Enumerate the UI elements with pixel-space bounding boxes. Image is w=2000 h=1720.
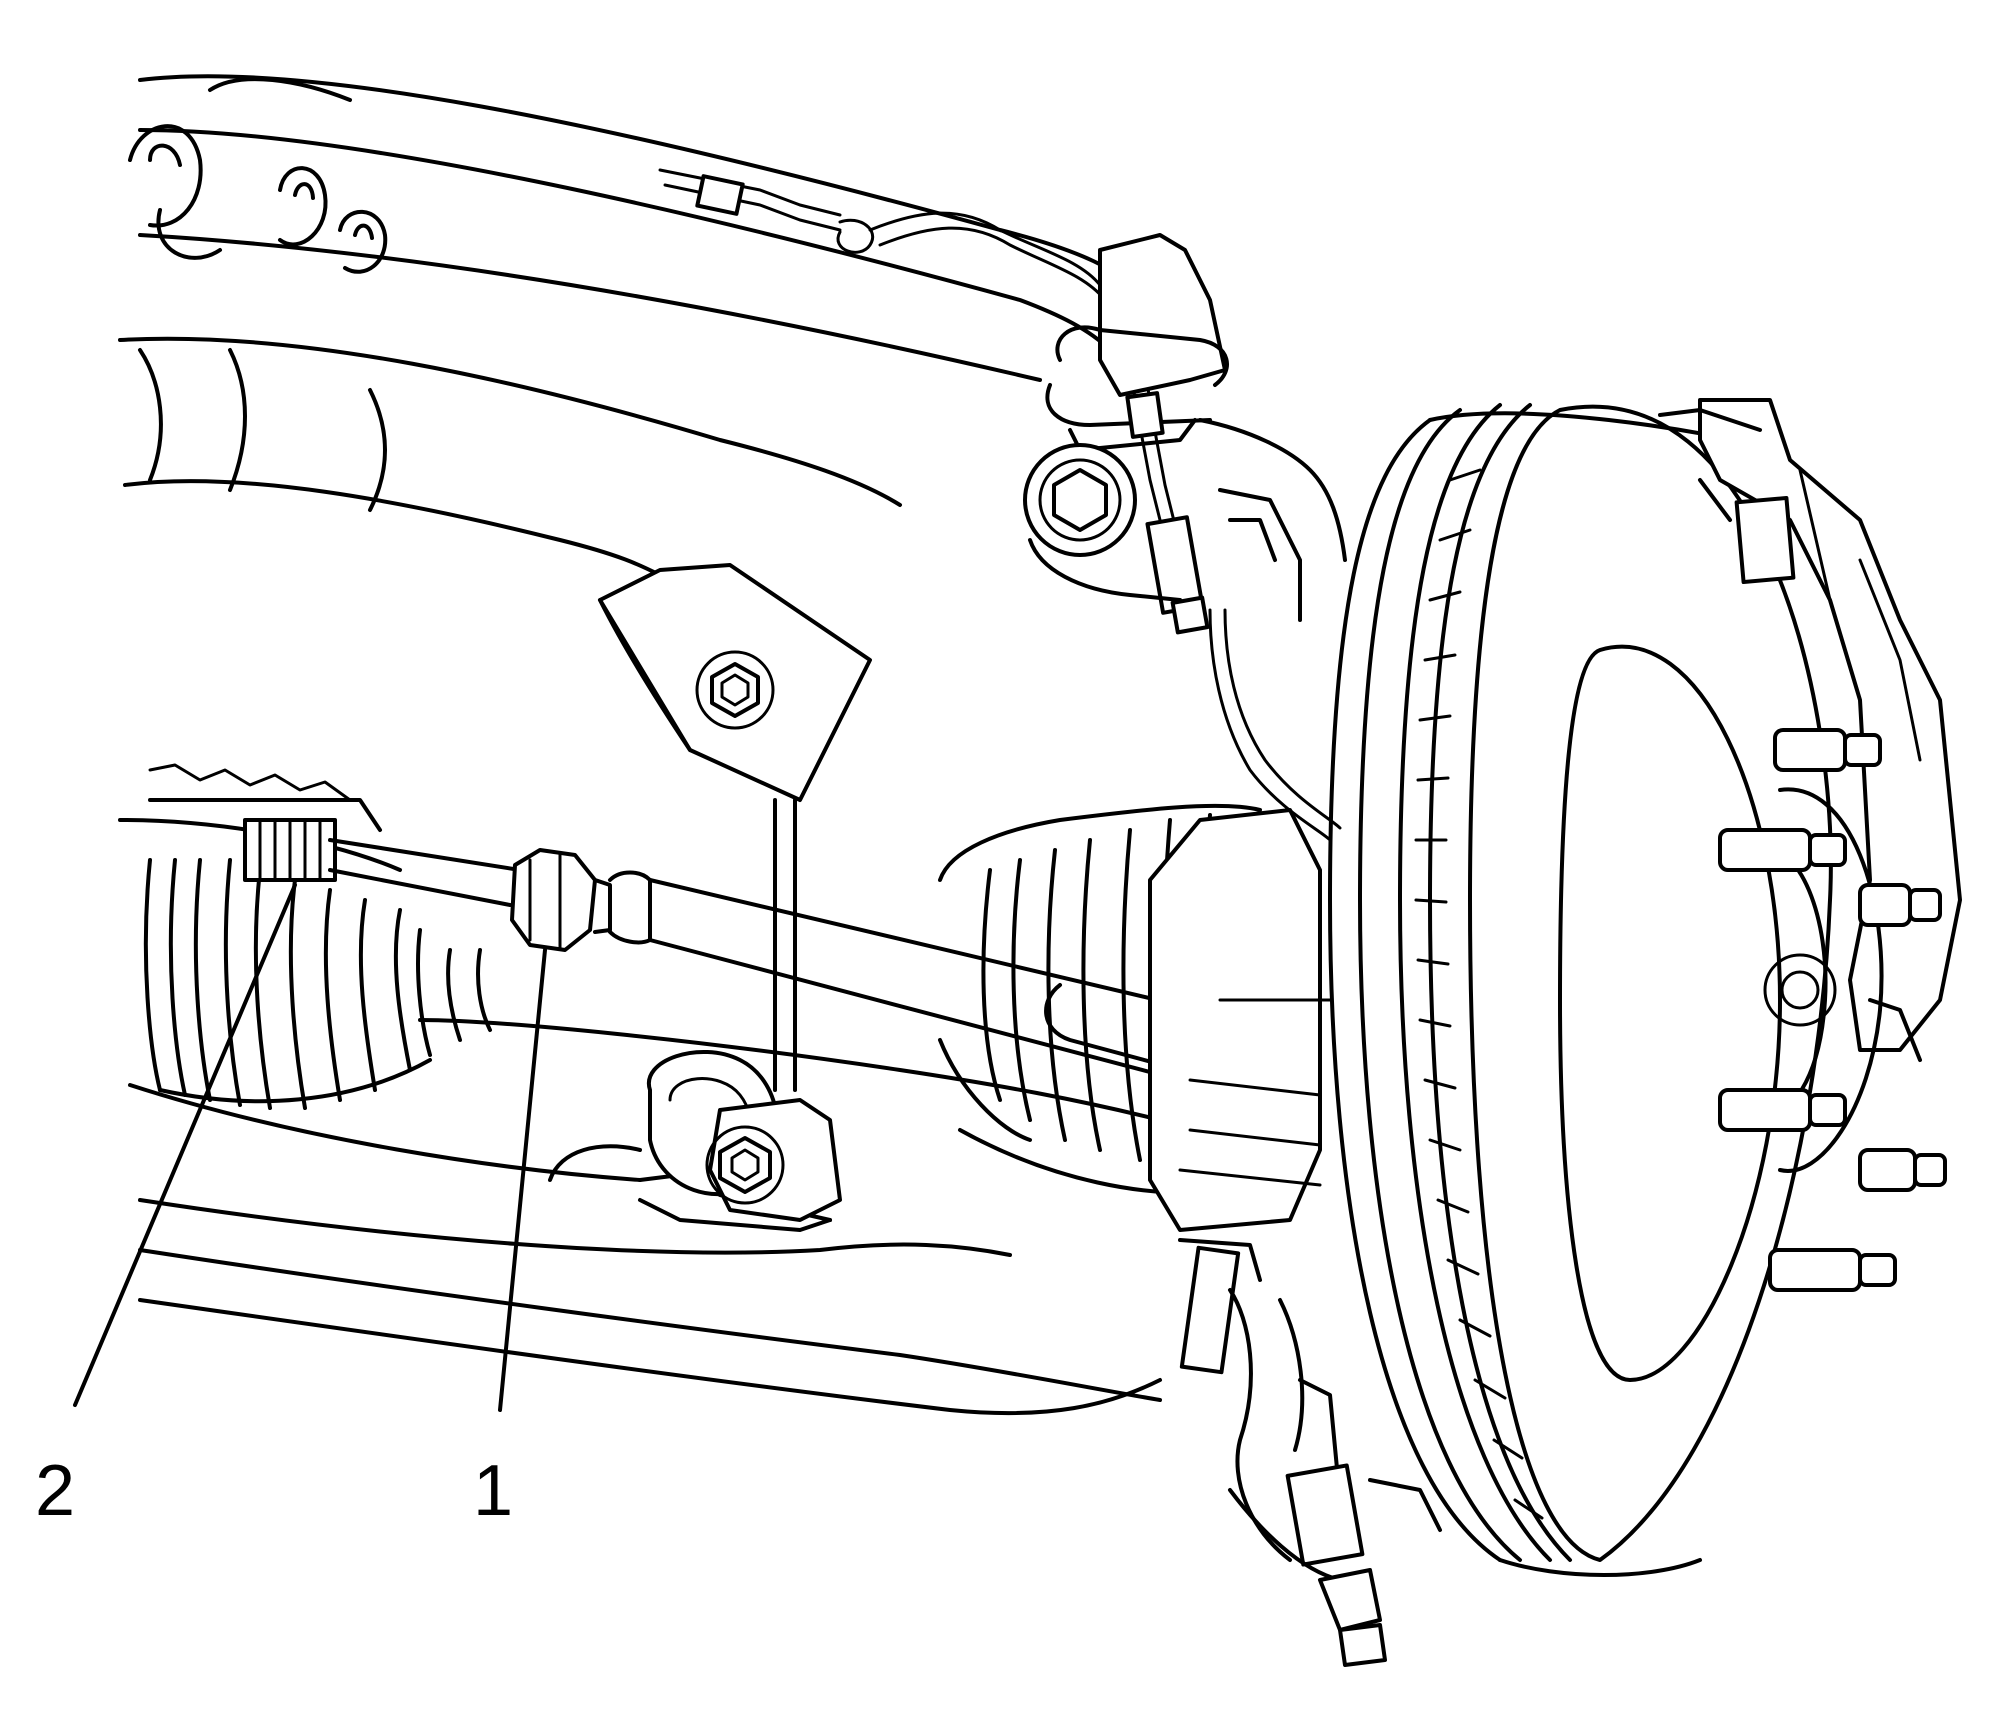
wheel-stud (1858, 883, 1942, 927)
lower-control-arm-front (128, 1018, 1162, 1416)
lower-knuckle (1228, 1288, 1442, 1667)
rotor-vent-ring (1414, 468, 1544, 1520)
wheel-stud (1718, 1088, 1847, 1132)
wheel-stud (1773, 728, 1882, 772)
tie-rod (328, 838, 1202, 1082)
wheel-stud (1768, 1248, 1897, 1292)
upper-ball-joint (1023, 233, 1347, 635)
callout-leaders (73, 883, 547, 1412)
stabilizer-bracket (598, 563, 872, 1092)
wheel-stud (1858, 1148, 1947, 1192)
wheel-hub (1718, 728, 1947, 1292)
lower-control-arm-rear (118, 336, 902, 577)
wheel-stud (1718, 828, 1847, 872)
brake-rotor (1328, 403, 1833, 1577)
leader-line-2 (73, 883, 297, 1407)
cv-axle-boot (938, 803, 1332, 1375)
upper-control-arm (128, 74, 1152, 382)
callout-label-1: 1 (473, 1451, 513, 1531)
steering-rack-boot (118, 763, 492, 1110)
leader-line-1 (498, 948, 547, 1412)
callout-label-2: 2 (35, 1451, 75, 1531)
